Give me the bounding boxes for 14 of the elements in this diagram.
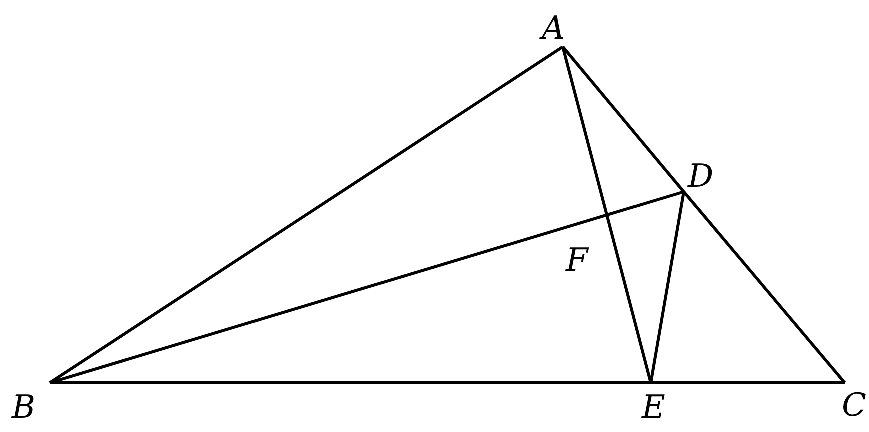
line-segment xyxy=(562,46,652,384)
vertex-label: D xyxy=(688,160,714,192)
vertex-label: A xyxy=(542,12,566,44)
vertex-label: C xyxy=(842,389,866,421)
line-segment xyxy=(651,382,845,384)
line-segment xyxy=(50,190,684,384)
line-segment xyxy=(49,46,564,384)
vertex-label: B xyxy=(12,391,36,423)
line-segment xyxy=(562,46,686,193)
line-segment xyxy=(650,192,686,384)
line-segment xyxy=(682,191,846,384)
line-segment xyxy=(50,382,651,384)
point-label: F xyxy=(566,244,588,276)
vertex-label: E xyxy=(642,391,666,423)
